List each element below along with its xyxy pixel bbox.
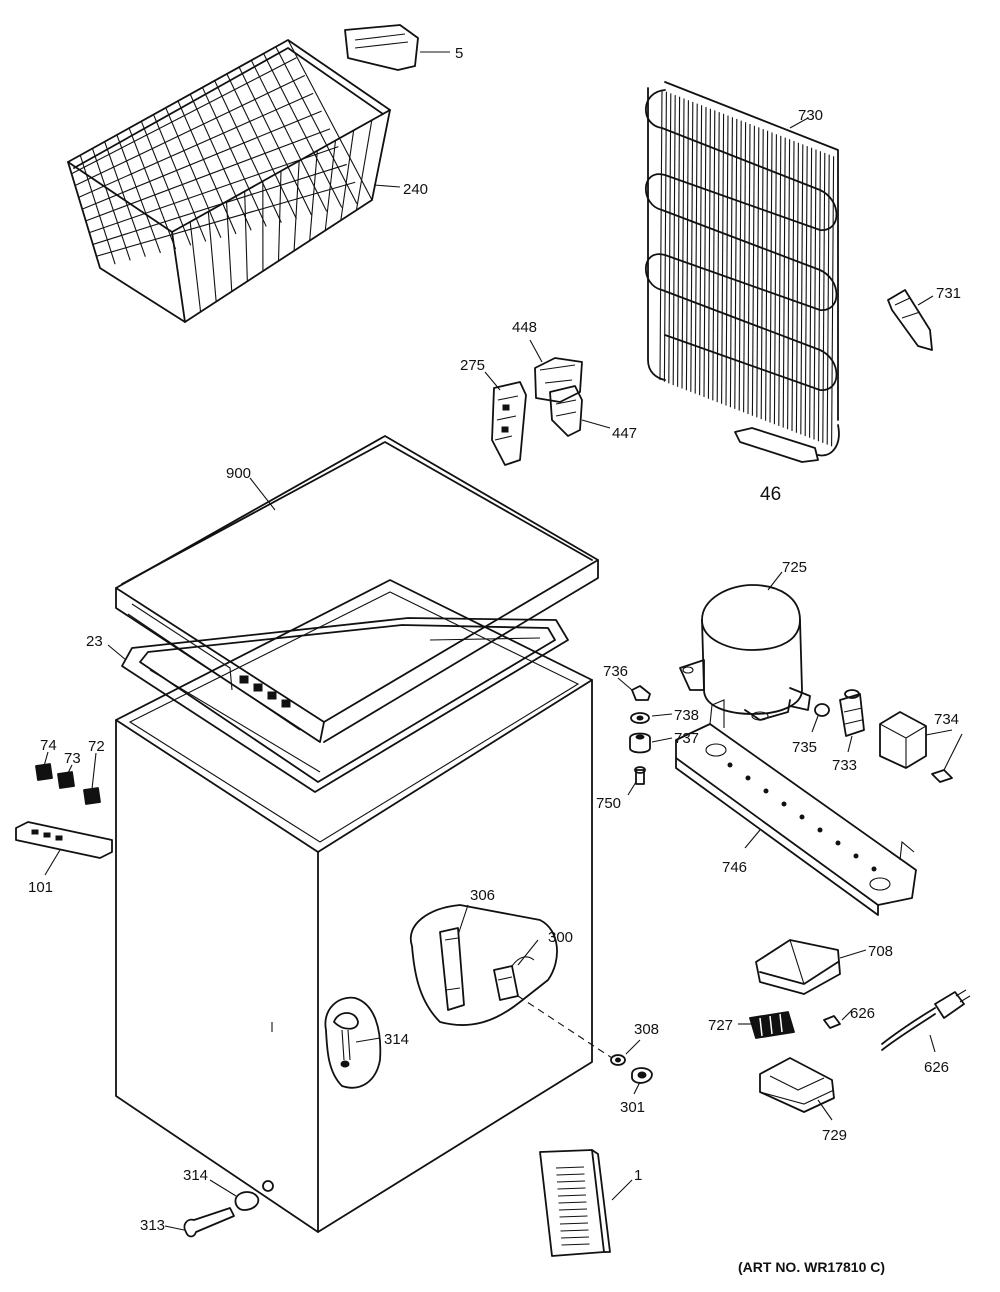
part-729-base	[759, 1057, 835, 1121]
part-626-power-cord	[881, 989, 971, 1053]
label-23: 23	[86, 633, 103, 650]
part-734-overload	[879, 711, 963, 783]
label-275: 275	[460, 357, 485, 374]
label-737: 737	[674, 730, 699, 747]
label-448: 448	[512, 319, 537, 336]
label-731: 731	[936, 285, 961, 302]
label-308: 308	[634, 1021, 659, 1038]
part-738-washer	[630, 712, 673, 724]
label-730: 730	[798, 107, 823, 124]
part-447-hinge	[549, 385, 611, 437]
label-725: 725	[782, 559, 807, 576]
part-733-relay	[839, 689, 865, 753]
part-900-lid	[115, 435, 599, 743]
part-737-grommet	[629, 732, 673, 754]
label-738: 738	[674, 707, 699, 724]
part-730-condenser-coil	[644, 81, 839, 447]
label-746: 746	[722, 859, 747, 876]
part-746-base-rail	[675, 699, 917, 916]
label-626-cord: 626	[924, 1059, 949, 1076]
art-number: (ART NO. WR17810 C)	[738, 1259, 885, 1275]
label-735: 735	[792, 739, 817, 756]
label-734: 734	[934, 711, 959, 728]
label-314: 314	[183, 1167, 208, 1184]
label-447: 447	[612, 425, 637, 442]
part-73-switch	[57, 764, 75, 789]
label-708: 708	[868, 943, 893, 960]
label-5: 5	[455, 45, 463, 62]
part-727-terminal-block	[738, 1011, 795, 1039]
label-750: 750	[596, 795, 621, 812]
label-1: 1	[634, 1167, 642, 1184]
label-72: 72	[88, 738, 105, 755]
part-74-switch	[35, 751, 53, 781]
part-750-bolt	[627, 766, 646, 796]
part-725-compressor	[679, 571, 811, 721]
part-308-nut	[610, 1039, 641, 1066]
part-735-cap	[811, 703, 830, 733]
label-46: 46	[760, 484, 781, 505]
part-731-bracket	[887, 289, 934, 351]
part-46-drier	[734, 424, 840, 463]
label-733: 733	[832, 757, 857, 774]
label-729: 729	[822, 1127, 847, 1144]
inset-306-300	[409, 904, 613, 1059]
part-448-hinge-cover	[529, 339, 583, 403]
part-5-clip	[344, 24, 450, 71]
label-73: 73	[64, 750, 81, 767]
part-314-plug	[209, 1179, 274, 1211]
part-23-gasket	[107, 617, 569, 793]
part-275-hinge	[484, 371, 527, 466]
part-101-switch-plate	[15, 821, 113, 876]
part-301-knob	[631, 1067, 653, 1095]
label-240: 240	[403, 181, 428, 198]
part-labels: 5 240 730 731 448 275 447 46 900 725 23 …	[28, 45, 961, 1275]
inset-314	[324, 996, 382, 1089]
part-626-clip	[823, 1009, 853, 1029]
label-314-inset: 314	[384, 1031, 409, 1048]
label-101: 101	[28, 879, 53, 896]
label-900: 900	[226, 465, 251, 482]
part-240-wire-basket	[67, 39, 401, 323]
part-313-screw	[164, 1207, 235, 1238]
label-626-clip: 626	[850, 1005, 875, 1022]
label-306: 306	[470, 887, 495, 904]
label-300: 300	[548, 929, 573, 946]
label-727: 727	[708, 1017, 733, 1034]
label-736: 736	[603, 663, 628, 680]
part-72-switch	[83, 752, 101, 805]
part-708-cover	[755, 939, 867, 995]
freezer-cabinet	[115, 579, 593, 1233]
part-736-clip	[617, 677, 651, 701]
label-301: 301	[620, 1099, 645, 1116]
part-1-manual	[539, 1149, 633, 1257]
label-313: 313	[140, 1217, 165, 1234]
label-74: 74	[40, 737, 57, 754]
